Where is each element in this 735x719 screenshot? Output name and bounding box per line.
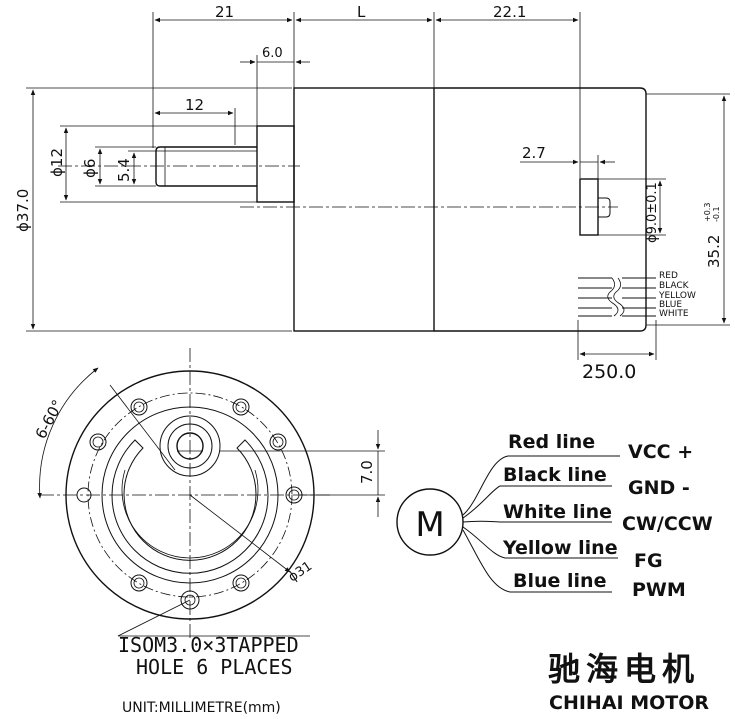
wire-label-red: RED [659,271,678,281]
wire-name-black: Black line [503,464,607,486]
wire-label-yellow: YELLOW [658,291,696,301]
shaft-hole [176,432,204,460]
wire-line-red [462,455,620,516]
dim-35-2-tol-upper: +0.3 [703,203,712,222]
dim-5-4: 5.4 [115,158,133,182]
hub-ring [159,415,221,477]
wire-bundle [578,277,656,317]
dim-35-2-tol-lower: -0.1 [712,206,721,222]
wire-line-white [462,520,612,523]
dim-phi31: ϕ31 [286,559,315,585]
motor-symbol-label: M [415,505,444,545]
brand-english: CHIHAI MOTOR [549,692,709,714]
dim-phi6: ϕ6 [81,159,99,178]
wire-name-red: Red line [508,431,595,453]
boss [256,125,295,203]
signal-pwm: PWM [632,579,686,601]
output-shaft [155,146,257,187]
brand-chinese: 驰海电机 [548,650,700,688]
angle-label: 6-60° [32,397,67,442]
wire-name-blue: Blue line [513,570,606,592]
dim-22-1: 22.1 [493,3,526,21]
tapped-note-line1: ISOM3.0×3TAPPED [118,633,299,657]
signal-gnd: GND - [628,477,690,499]
dim-7-0: 7.0 [358,460,376,484]
signal-fg: FG [634,550,663,572]
crescent-body [111,439,269,574]
wire-name-white: White line [503,501,612,523]
dim-phi9: ϕ9.0±0.1 [645,182,660,243]
mounting-holes [76,398,303,610]
side-view: RED BLACK YELLOW BLUE WHITE 21 L 22.1 6.… [14,3,730,383]
gearbox-body [293,87,435,332]
wire-label-blue: BLUE [659,300,682,310]
signal-vcc: VCC + [628,441,693,463]
dim-phi37: ϕ37.0 [14,189,32,232]
dim-2-7: 2.7 [522,144,546,162]
wire-label-black: BLACK [659,281,690,291]
dim-phi12: ϕ12 [48,148,66,177]
signal-cw-ccw: CW/CCW [622,513,713,535]
wire-line-yellow [462,526,618,559]
unit-label: UNIT:MILLIMETRE(mm) [122,700,281,716]
dim-21: 21 [215,3,234,21]
front-view: 6-60° 7.0 ϕ31 ISOM3.0×3TAPPED HOLE 6 PLA… [32,348,385,679]
motor-body [434,87,647,332]
dim-250: 250.0 [582,361,636,383]
wire-label-white: WHITE [659,309,689,319]
wire-name-yellow: Yellow line [502,537,618,559]
wire-line-blue [462,529,612,593]
dim-6-0: 6.0 [262,46,283,61]
wiring-legend: M Red line Black line White line Yellow … [396,431,713,601]
wire-line-black [462,485,612,519]
dim-35-2: 35.2 [705,235,723,268]
tapped-note-line2: HOLE 6 PLACES [136,655,293,679]
dim-L: L [357,3,366,21]
dim-12: 12 [185,96,204,114]
